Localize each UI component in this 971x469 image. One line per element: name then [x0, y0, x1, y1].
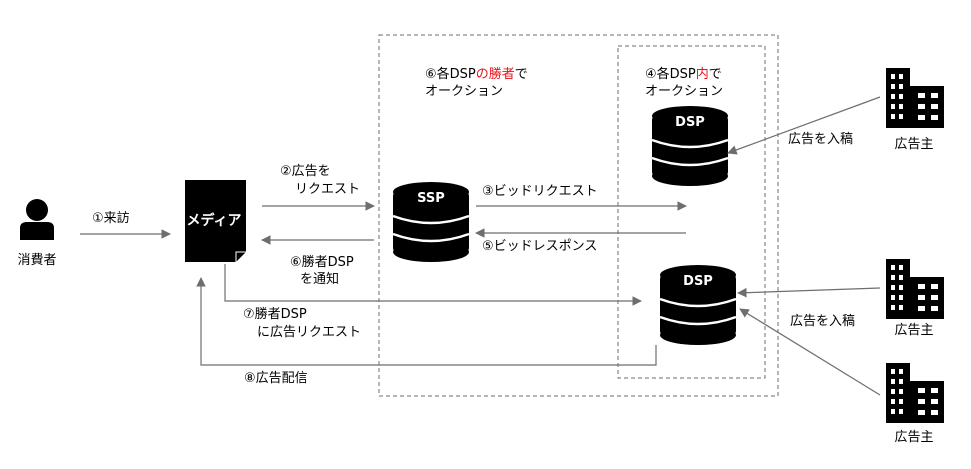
- ad-submit-label-1: 広告を入稿: [788, 131, 853, 147]
- step-3-label: ③ビッドリクエスト: [482, 184, 598, 199]
- step-6-label-line1: ⑥勝者DSP: [290, 255, 354, 270]
- advertiser-2-building-icon: [886, 259, 944, 319]
- ssp-group-caption-highlight: の勝者: [476, 67, 515, 82]
- step-7-label-line2: に広告リクエスト: [257, 325, 361, 340]
- media-document-icon: [185, 180, 246, 262]
- consumer-icon: [20, 199, 54, 240]
- ssp-group-caption-line1: ⑥各DSPの勝者で: [425, 66, 528, 82]
- consumer-label: 消費者: [17, 253, 56, 268]
- step-2-label-line1: ②広告を: [280, 164, 331, 179]
- dsp-top-label: DSP: [675, 115, 705, 130]
- step-2-label-line2: リクエスト: [295, 182, 360, 197]
- ssp-group-caption-line2: オークション: [425, 84, 503, 99]
- advertiser-3-label: 広告主: [894, 430, 933, 445]
- step-7-label-line1: ⑦勝者DSP: [243, 307, 307, 322]
- step-6-label-line2: を通知: [300, 271, 339, 287]
- ssp-auction-group-box: [378, 34, 779, 397]
- ad-submit-label-2: 広告を入稿: [790, 313, 855, 329]
- ad-delivery-arrow: [196, 277, 657, 366]
- advertiser-3-submit-arrow: [739, 308, 881, 396]
- dsp-group-caption-line1: ④各DSP内で: [645, 66, 722, 82]
- winner-ad-request-arrow: [224, 264, 642, 306]
- dsp-group-caption-highlight: 内: [696, 66, 709, 82]
- advertiser-1-building-icon: [886, 68, 944, 128]
- advertiser-2-label: 広告主: [894, 323, 933, 338]
- dsp-group-caption-line2: オークション: [645, 84, 723, 99]
- advertiser-3-building-icon: [886, 363, 944, 423]
- dsp-bottom-label: DSP: [683, 274, 713, 289]
- media-label: メディア: [186, 212, 241, 229]
- step-8-label: ⑧広告配信: [244, 371, 308, 386]
- dsp-auction-group-box: [617, 45, 766, 379]
- media-page-fold: [235, 251, 246, 262]
- advertiser-1-label: 広告主: [894, 137, 933, 152]
- ssp-label: SSP: [417, 191, 445, 206]
- step-1-label: ①来訪: [92, 210, 130, 226]
- advertiser-1-submit-arrow: [727, 96, 881, 155]
- step-5-label: ⑤ビッドレスポンス: [482, 239, 597, 254]
- advertiser-2-submit-arrow: [737, 287, 881, 298]
